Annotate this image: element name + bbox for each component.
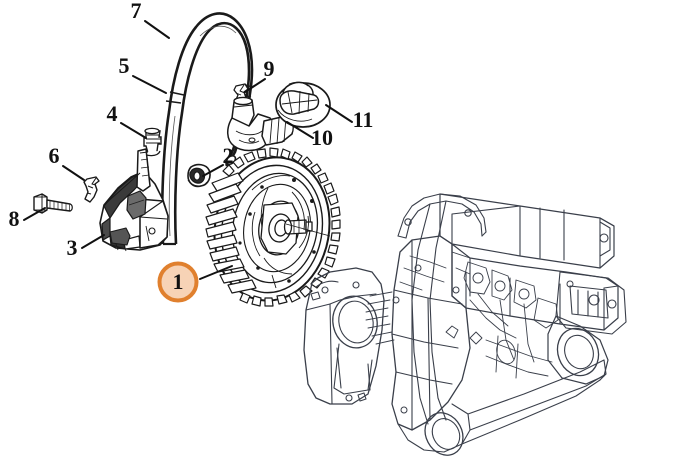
part-ignition-module <box>99 148 169 252</box>
callout-labels: 1 2 3 4 5 6 7 8 9 10 11 <box>9 0 374 294</box>
leader-line-2 <box>202 164 224 177</box>
part-grommet-nut <box>187 163 211 188</box>
callout-label-11[interactable]: 11 <box>353 107 374 132</box>
leader-line-3 <box>81 234 105 249</box>
callout-label-8[interactable]: 8 <box>9 206 20 231</box>
leader-line-10 <box>286 121 314 139</box>
callout-label-2[interactable]: 2 <box>223 143 234 168</box>
leader-line-9 <box>244 78 266 93</box>
highlight-ring-fill <box>159 263 197 301</box>
callout-label-5[interactable]: 5 <box>119 53 130 78</box>
callout-label-10[interactable]: 10 <box>311 125 333 150</box>
leader-line-1 <box>199 265 233 280</box>
part-rubber-boot <box>275 81 331 128</box>
callout-label-7[interactable]: 7 <box>131 0 142 23</box>
part-flywheel <box>205 147 341 307</box>
callout-label-3[interactable]: 3 <box>67 235 78 260</box>
leader-line-7 <box>144 20 170 39</box>
callout-1-highlight[interactable] <box>157 261 199 303</box>
callout-label-9[interactable]: 9 <box>264 56 275 81</box>
part-elbow-connector <box>227 96 294 152</box>
part-clip <box>83 176 100 203</box>
part-engine-housing <box>303 193 627 456</box>
highlight-ring-stroke <box>157 261 199 303</box>
leader-line-4 <box>120 122 147 139</box>
leader-line-6 <box>62 165 85 181</box>
leader-line-11 <box>325 104 353 123</box>
leader-line-5 <box>132 75 167 94</box>
leader-line-8 <box>23 207 46 221</box>
callout-label-6[interactable]: 6 <box>49 143 60 168</box>
callout-label-1[interactable]: 1 <box>173 269 184 294</box>
callout-leader-lines <box>23 20 353 280</box>
callout-label-4[interactable]: 4 <box>107 101 118 126</box>
